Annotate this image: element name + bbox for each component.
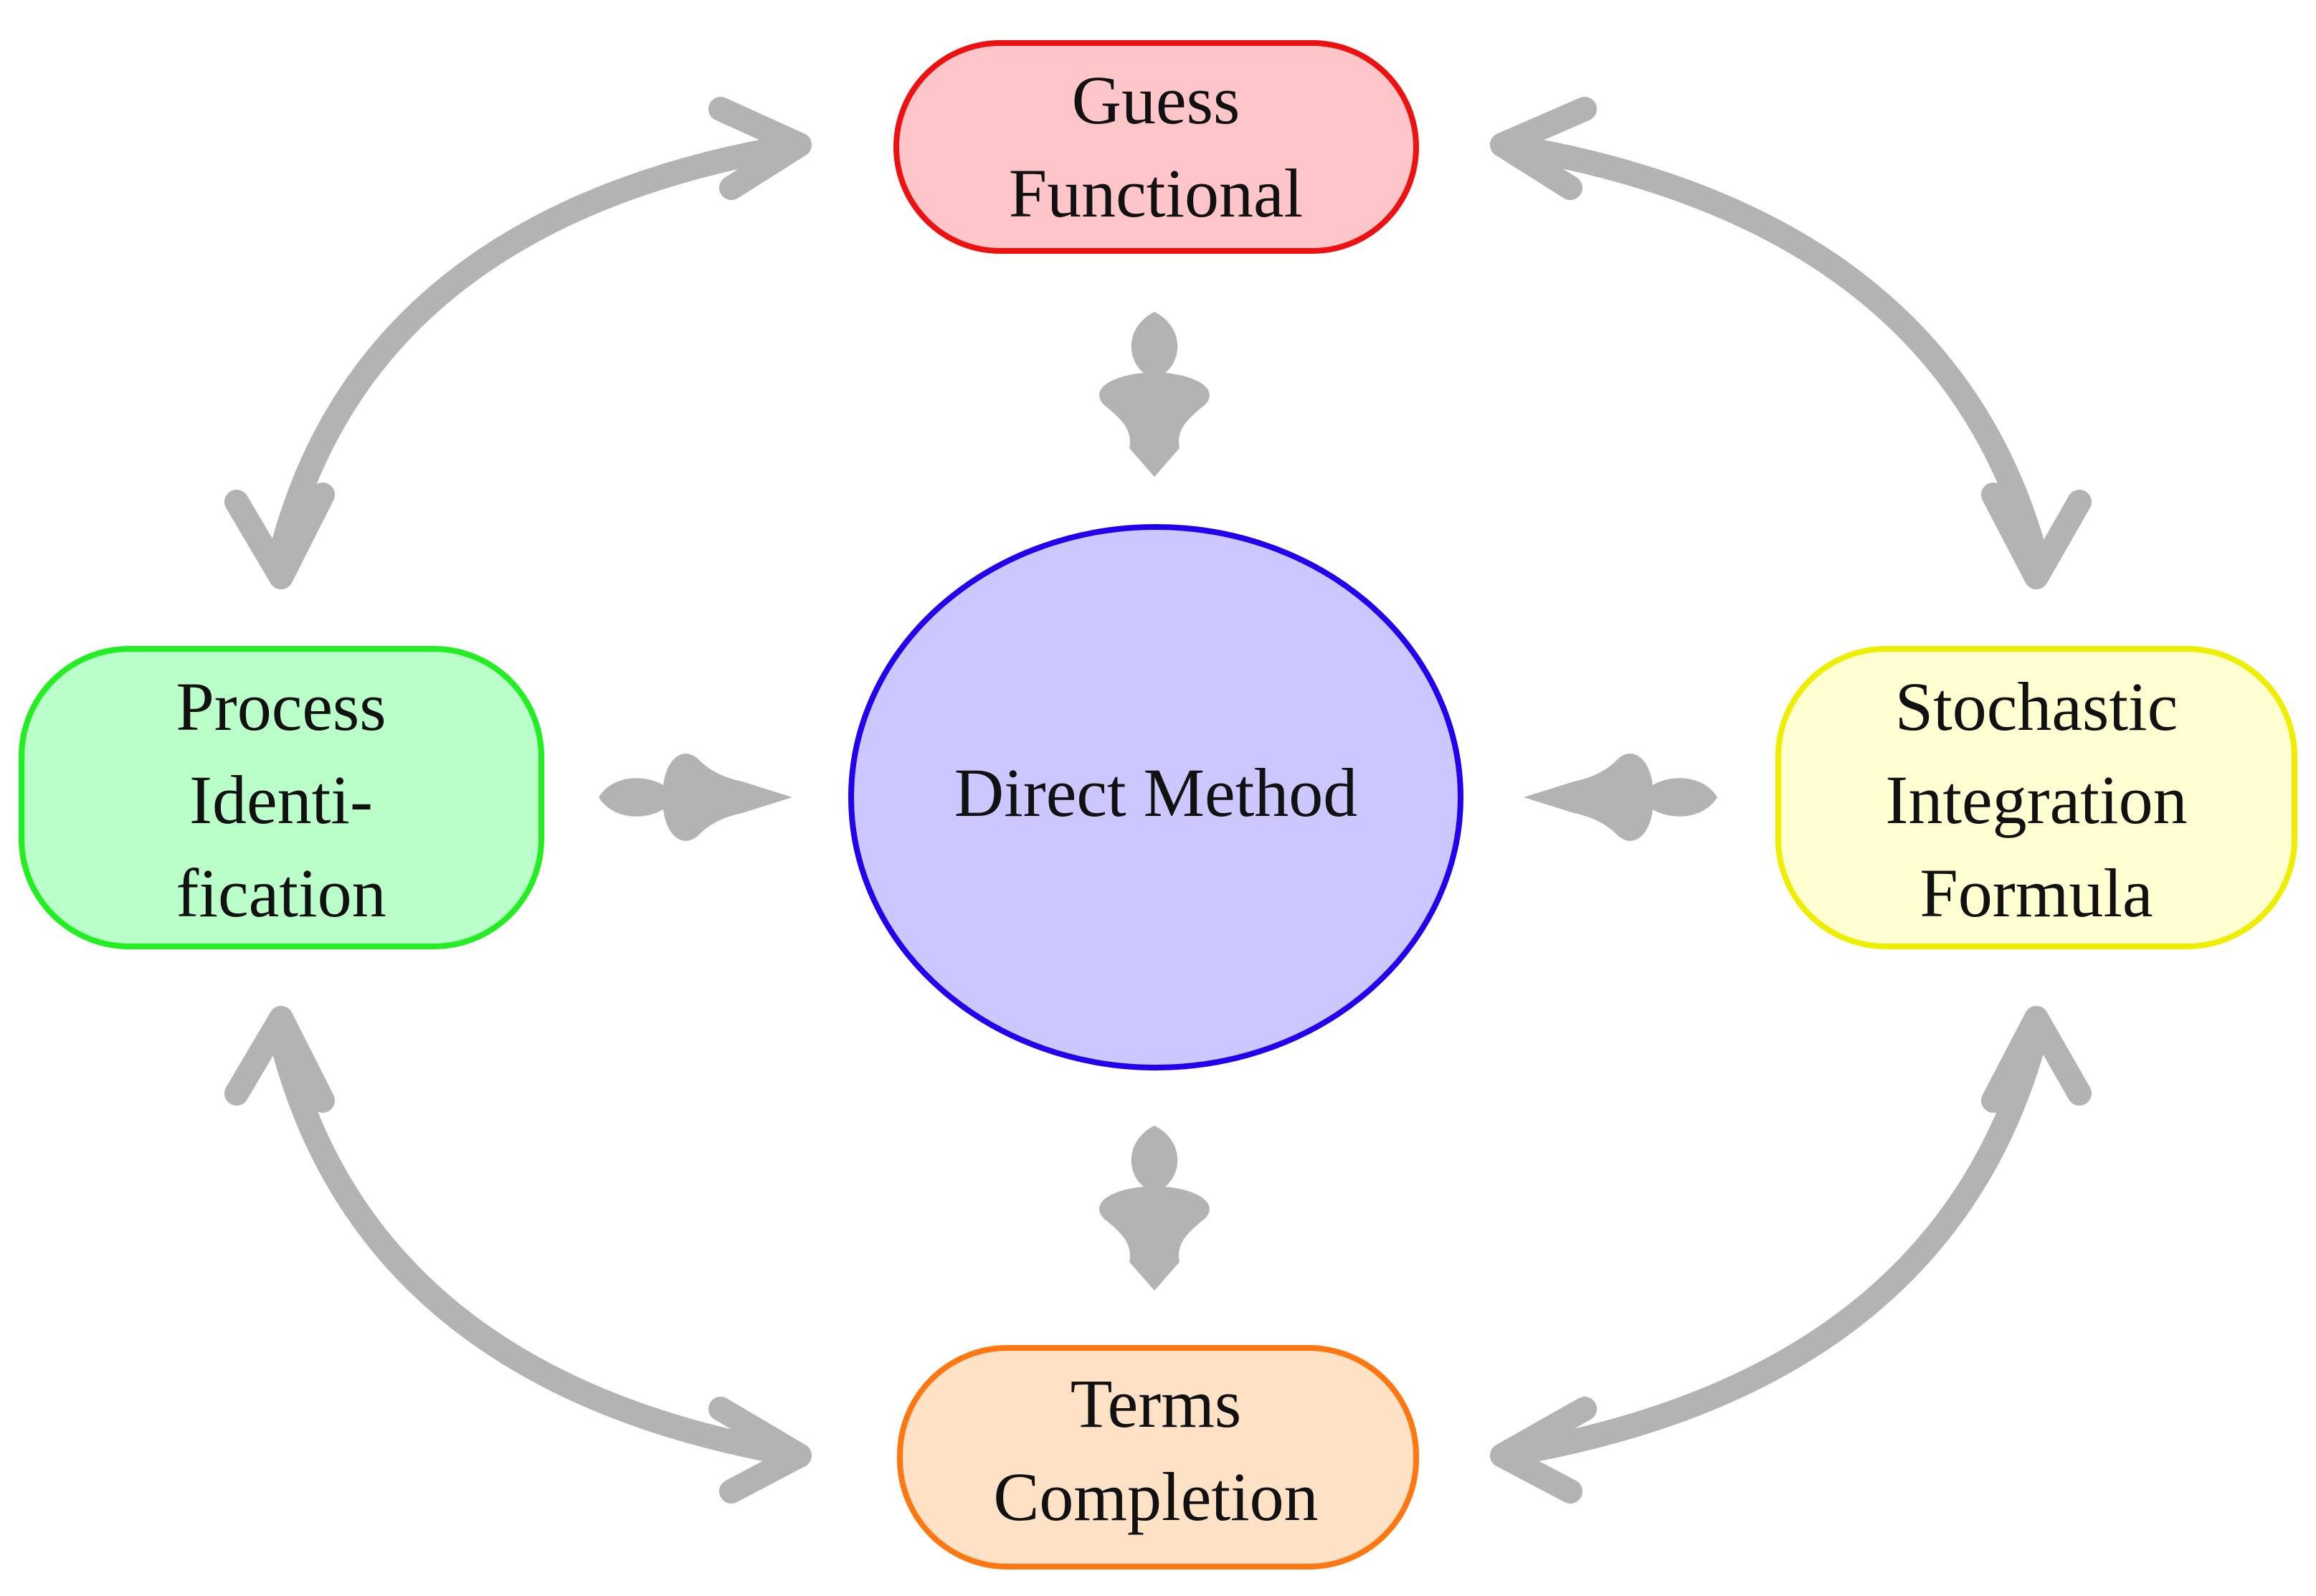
cycle-arrows [224,97,2092,1504]
arrow-guess-stochastic [1490,97,2092,589]
node-box [897,1345,1419,1569]
node-process-identification: Process Identi- fication [19,646,544,949]
center-circle [848,524,1463,1070]
spoke-arrow-left [599,754,792,841]
node-label-line-2: Integration [1885,761,2187,838]
node-box [19,646,544,949]
spoke-arrows [599,312,1717,1291]
spoke-arrow-bottom [1099,1126,1210,1291]
node-box [893,40,1419,254]
node-terms-completion: Terms Completion [897,1345,1419,1569]
node-label-line-1: Stochastic [1895,668,2178,745]
node-stochastic-integration-formula: Stochastic Integration Formula [1775,646,2297,949]
node-label-line-2: Completion [993,1458,1318,1535]
node-label-line-2: Functional [1009,155,1304,232]
node-label-line-2: Identi- [189,761,373,838]
node-label-line-3: Formula [1919,855,2153,931]
center-label: Direct Method [954,754,1358,831]
node-label-line-1: Guess [1072,62,1240,138]
spoke-arrow-top [1099,312,1210,477]
center-node: Direct Method [848,524,1463,1070]
node-label-line-1: Process [176,668,386,745]
arrow-process-terms [224,1006,812,1504]
spoke-arrow-right [1524,754,1717,841]
node-box [1775,646,2297,949]
node-label-line-3: fication [176,855,386,931]
node-label-line-1: Terms [1071,1365,1242,1442]
arrow-stochastic-terms [1490,1006,2092,1504]
arrow-guess-process [224,97,812,589]
node-guess-functional: Guess Functional [893,40,1419,254]
